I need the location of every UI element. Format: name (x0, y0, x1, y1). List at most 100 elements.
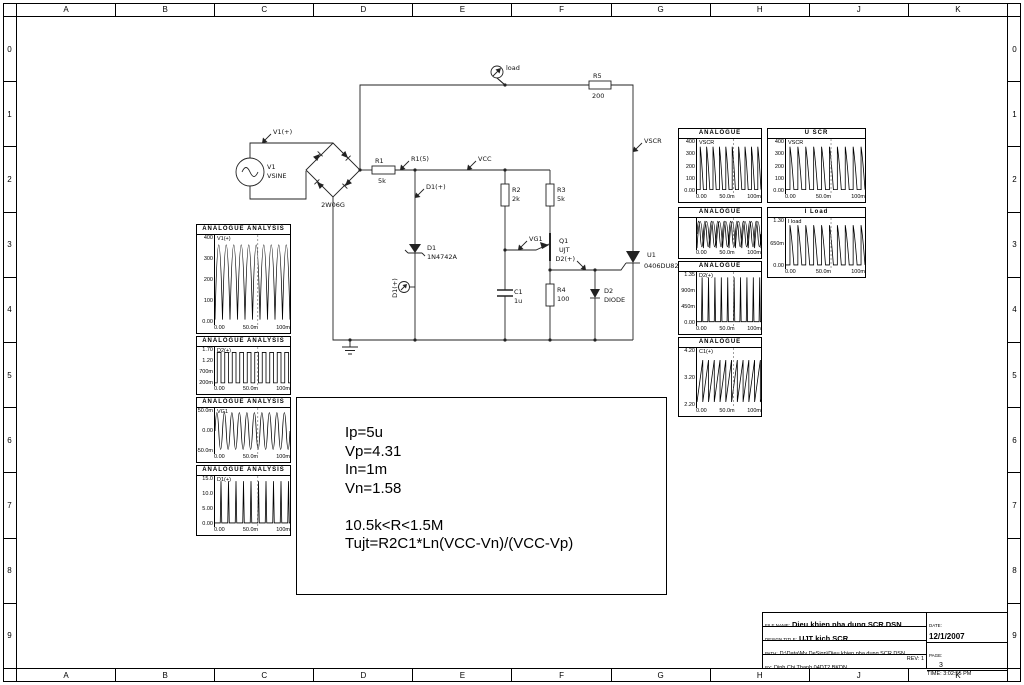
by-value: Dinh Chi Thanh 04DT2 BKDN (774, 665, 847, 668)
date-cell: DATE: 12/1/2007 (927, 613, 1007, 643)
component-u1-scr[interactable]: U1 0406DU82 (626, 251, 679, 270)
probe-vcc[interactable]: VCC (466, 155, 492, 171)
page-label: PAGE: (929, 653, 943, 658)
ruler-col: H (711, 669, 810, 682)
probe-d1-plus-circle[interactable]: D1(+) (391, 278, 415, 298)
plot-area: V1(+) (214, 235, 290, 325)
component-bridge-rectifier[interactable]: 2W06G (305, 142, 361, 209)
ruler-left: 0 1 2 3 4 5 6 7 8 9 (3, 16, 17, 669)
component-q1-ujt[interactable]: Q1 UJT (540, 233, 570, 261)
graph-title: ANALOGUE ANALYSIS (679, 208, 761, 218)
waveform (697, 272, 761, 326)
ruler-row: 2 (3, 147, 16, 213)
label-d2-ref: D2 (604, 287, 613, 295)
design-title-value: UJT kich SCR (798, 634, 849, 641)
page-number: 3 (939, 662, 943, 669)
label-c1-value: 1u (514, 297, 522, 305)
probe-d1-plus[interactable]: D1(+) (414, 183, 446, 199)
probe-r1-5-label: R1(5) (411, 155, 429, 163)
component-r1[interactable]: R1 5k (371, 157, 396, 185)
ruler-row: 1 (3, 82, 16, 148)
plot-area: D2(+) (214, 347, 290, 386)
ruler-row: 0 (1008, 17, 1021, 83)
component-d1-zener[interactable]: D1 1N4742A (404, 244, 458, 261)
probe-d2-plus[interactable]: D2(+) (555, 255, 587, 271)
label-c1-ref: C1 (514, 288, 523, 296)
design-title-label: DESIGN TITLE: (765, 637, 797, 641)
wires (249, 77, 634, 341)
ruler-row: 6 (1008, 408, 1021, 474)
graph-c1-analysis[interactable]: ANALOGUE ANALYSIS 4.203.202.20 C1(+) 0.0… (678, 337, 762, 417)
ruler-row: 5 (3, 343, 16, 409)
note-line (345, 498, 666, 517)
date-label: DATE: (929, 623, 942, 628)
ruler-row: 9 (1012, 631, 1017, 641)
waveform (697, 348, 761, 408)
probe-v1-plus[interactable]: V1(+) (261, 128, 292, 144)
notes-box[interactable]: Ip=5u Vp=4.31 In=1m Vn=1.58 10.5k<R<1.5M… (296, 397, 667, 595)
component-r4[interactable]: R4 100 (545, 283, 569, 307)
label-r4-ref: R4 (557, 286, 566, 294)
component-r5[interactable]: R5 200 (588, 72, 612, 100)
waveform (786, 218, 865, 269)
label-u1-value: 0406DU82 (644, 262, 679, 270)
probe-r1-5[interactable]: R1(5) (399, 155, 429, 171)
component-r3[interactable]: R3 5k (545, 183, 566, 207)
label-r1-value: 5k (378, 177, 386, 185)
probe-d2-plus-label: D2(+) (555, 255, 575, 263)
ruler-col: A (17, 3, 117, 16)
ruler-row: 0 (3, 17, 16, 83)
probe-load-current[interactable]: load (490, 64, 520, 86)
waveform (697, 139, 761, 194)
ruler-col: A (17, 669, 117, 682)
signal-name: VSCR (699, 140, 715, 146)
graph-title: U SCR (768, 129, 865, 139)
signal-name: D2(+) (217, 348, 231, 354)
ruler-col: K (955, 5, 961, 14)
file-name-label: FILE NAME: (765, 623, 791, 627)
ruler-col: C (215, 669, 315, 682)
ruler-row: 3 (3, 213, 16, 278)
ruler-row: 7 (3, 473, 16, 539)
label-r2-ref: R2 (512, 186, 521, 194)
label-u1-ref: U1 (647, 251, 656, 259)
component-r2[interactable]: R2 2k (500, 183, 521, 207)
label-r2-value: 2k (512, 195, 520, 203)
graph-title: ANALOGUE ANALYSIS (679, 262, 761, 272)
graph-title: ANALOGUE ANALYSIS (679, 129, 761, 139)
file-name-value: Dieu khien pha dung SCR.DSN (792, 620, 902, 627)
ruler-col: D (314, 3, 414, 16)
component-c1[interactable]: C1 1u (497, 288, 523, 305)
component-d2-diode[interactable]: D2 DIODE (590, 287, 625, 304)
ruler-col: C (215, 3, 315, 16)
component-v1[interactable]: V1 VSINE (235, 157, 286, 187)
ruler-top: A B C D E F G H J K (16, 3, 1008, 17)
probe-vscr[interactable]: VSCR (632, 137, 662, 153)
title-block-left: FILE NAME:Dieu khien pha dung SCR.DSN DE… (763, 613, 927, 668)
waveform (215, 408, 290, 454)
signal-name: I load (788, 219, 802, 225)
path-row: PATH:D:\Data\My DeSign\Dieu khien pha du… (763, 641, 926, 655)
probe-vg1[interactable]: VG1 (517, 235, 543, 251)
ruler-row: 7 (1008, 473, 1021, 539)
probe-load-label: load (506, 64, 520, 72)
graph-title: I Load (768, 208, 865, 218)
